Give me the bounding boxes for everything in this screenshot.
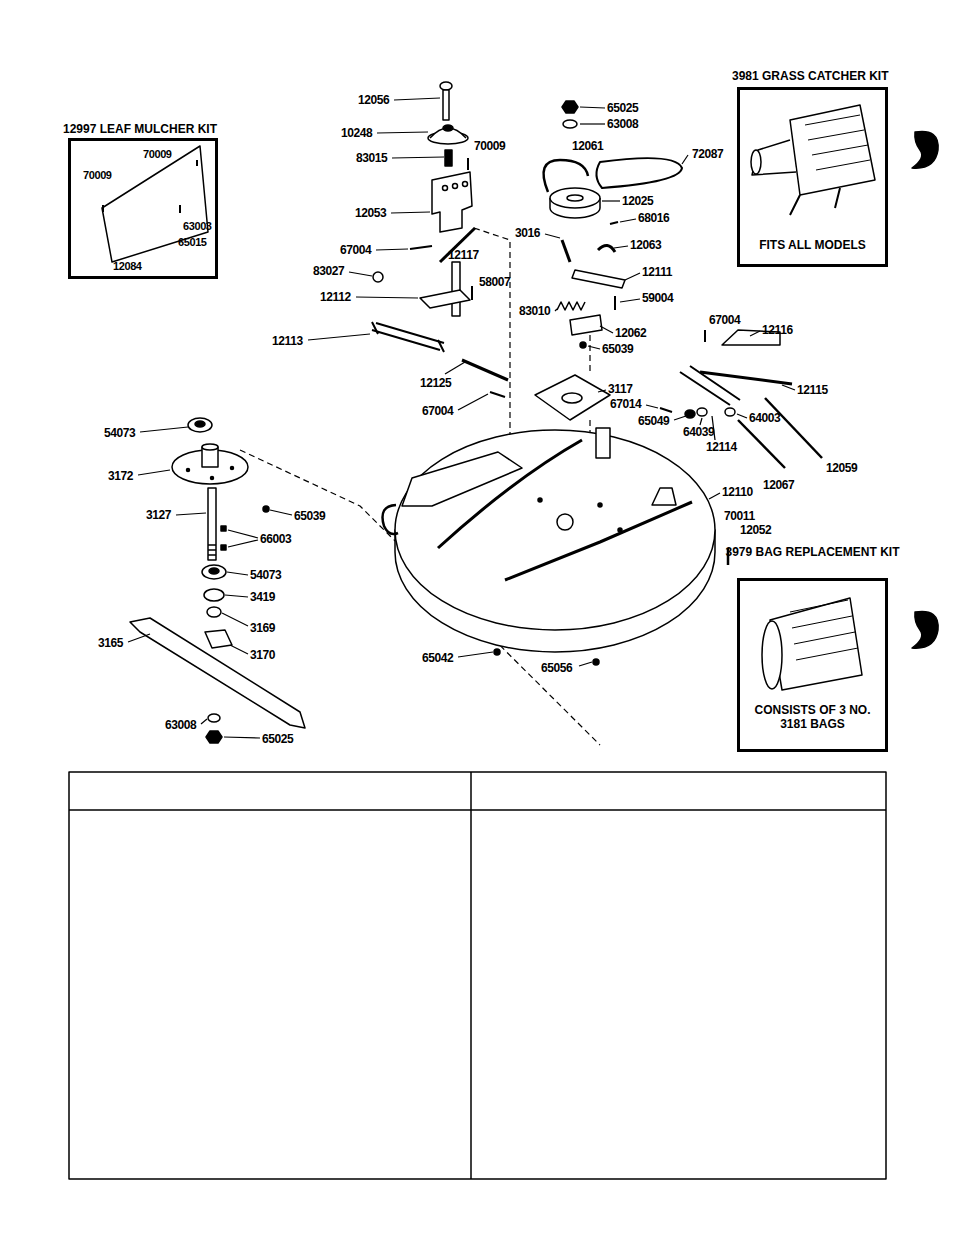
callout-number: 67004 <box>422 404 453 418</box>
callout-number: 63008 <box>607 117 638 131</box>
callout-number: 3165 <box>98 636 123 650</box>
callout-number: 12053 <box>355 206 386 220</box>
callout-number: 12061 <box>572 139 603 153</box>
callout-number: 12052 <box>740 523 771 537</box>
kit-box: 12997 LEAF MULCHER KIT700097000963003650… <box>68 138 218 279</box>
callout-number: 67004 <box>340 243 371 257</box>
callout-number: 70011 <box>724 509 755 523</box>
callout-number: 54073 <box>250 568 281 582</box>
callout-number: 3419 <box>250 590 275 604</box>
callout-number: 12125 <box>420 376 451 390</box>
callout-number: 65025 <box>607 101 638 115</box>
callout-number: 3016 <box>515 226 540 240</box>
callout-number: 70009 <box>143 147 172 161</box>
callout-number: 12025 <box>622 194 653 208</box>
callout-number: 10248 <box>341 126 372 140</box>
callout-number: 12117 <box>448 248 479 262</box>
callout-number: 66003 <box>260 532 291 546</box>
kit-note: CONSISTS OF 3 NO. 3181 BAGS <box>750 703 875 731</box>
callout-number: 12084 <box>113 259 142 273</box>
callout-number: 65056 <box>541 661 572 675</box>
callout-number: 12063 <box>630 238 661 252</box>
callout-number: 83015 <box>356 151 387 165</box>
callout-number: 59004 <box>642 291 673 305</box>
callout-number: 58007 <box>479 275 510 289</box>
callout-number: 63008 <box>165 718 196 732</box>
callout-number: 12067 <box>763 478 794 492</box>
callout-number: 12115 <box>797 383 828 397</box>
callout-number: 54073 <box>104 426 135 440</box>
callout-number: 65039 <box>602 342 633 356</box>
kit-box: 3981 GRASS CATCHER KITFITS ALL MODELS <box>737 87 888 267</box>
callout-number: 67014 <box>610 397 641 411</box>
callout-number: 72087 <box>692 147 723 161</box>
callout-number: 65025 <box>262 732 293 746</box>
kit-box: 3979 BAG REPLACEMENT KITCONSISTS OF 3 NO… <box>737 578 888 752</box>
callout-number: 3172 <box>108 469 133 483</box>
callout-number: 3117 <box>608 382 632 396</box>
callout-number: 83010 <box>519 304 550 318</box>
kit-heading: 12997 LEAF MULCHER KIT <box>63 122 217 136</box>
kit-note: FITS ALL MODELS <box>740 238 885 252</box>
callout-number: 68016 <box>638 211 669 225</box>
callout-number: 3169 <box>250 621 275 635</box>
callout-number: 12062 <box>615 326 646 340</box>
callout-number: 3170 <box>250 648 275 662</box>
callout-number: 12114 <box>706 440 737 454</box>
callout-number: 12110 <box>722 485 753 499</box>
callout-number: 64003 <box>749 411 780 425</box>
callout-number: 65049 <box>638 414 669 428</box>
callout-number: 64039 <box>683 425 714 439</box>
callout-number: 12112 <box>320 290 351 304</box>
kit-heading: 3981 GRASS CATCHER KIT <box>732 69 888 83</box>
callout-number: 63003 <box>183 219 212 233</box>
callout-number: 12116 <box>762 323 793 337</box>
callout-number: 67004 <box>709 313 740 327</box>
callout-number: 12059 <box>826 461 857 475</box>
callout-number: 65039 <box>294 509 325 523</box>
kit-heading: 3979 BAG REPLACEMENT KIT <box>718 545 907 559</box>
callout-number: 70009 <box>83 168 112 182</box>
callout-number: 83027 <box>313 264 344 278</box>
callout-number: 70009 <box>474 139 505 153</box>
callout-number: 3127 <box>146 508 171 522</box>
callout-number: 65042 <box>422 651 453 665</box>
callout-number: 12056 <box>358 93 389 107</box>
callout-number: 65015 <box>178 235 207 249</box>
callout-number: 12113 <box>272 334 303 348</box>
callout-number: 12111 <box>642 265 672 279</box>
